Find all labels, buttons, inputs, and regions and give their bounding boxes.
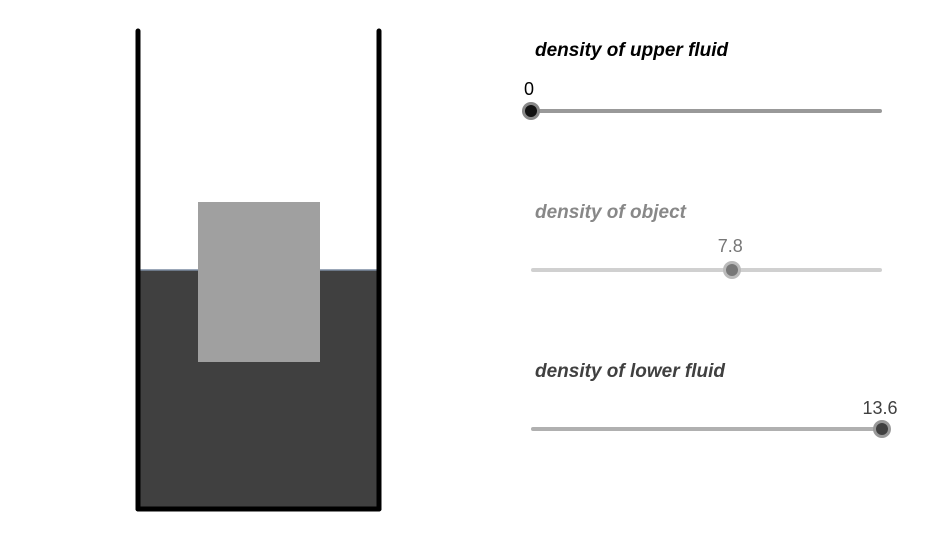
floating-object[interactable]	[198, 202, 320, 362]
slider-upper-fluid-track[interactable]	[531, 109, 882, 113]
slider-lower-fluid-knob[interactable]	[876, 423, 888, 435]
slider-object-track[interactable]	[531, 268, 882, 272]
slider-object-knob[interactable]	[726, 264, 739, 276]
slider-lower-fluid-track[interactable]	[531, 427, 882, 431]
slider-upper-fluid-knob[interactable]	[525, 105, 537, 117]
